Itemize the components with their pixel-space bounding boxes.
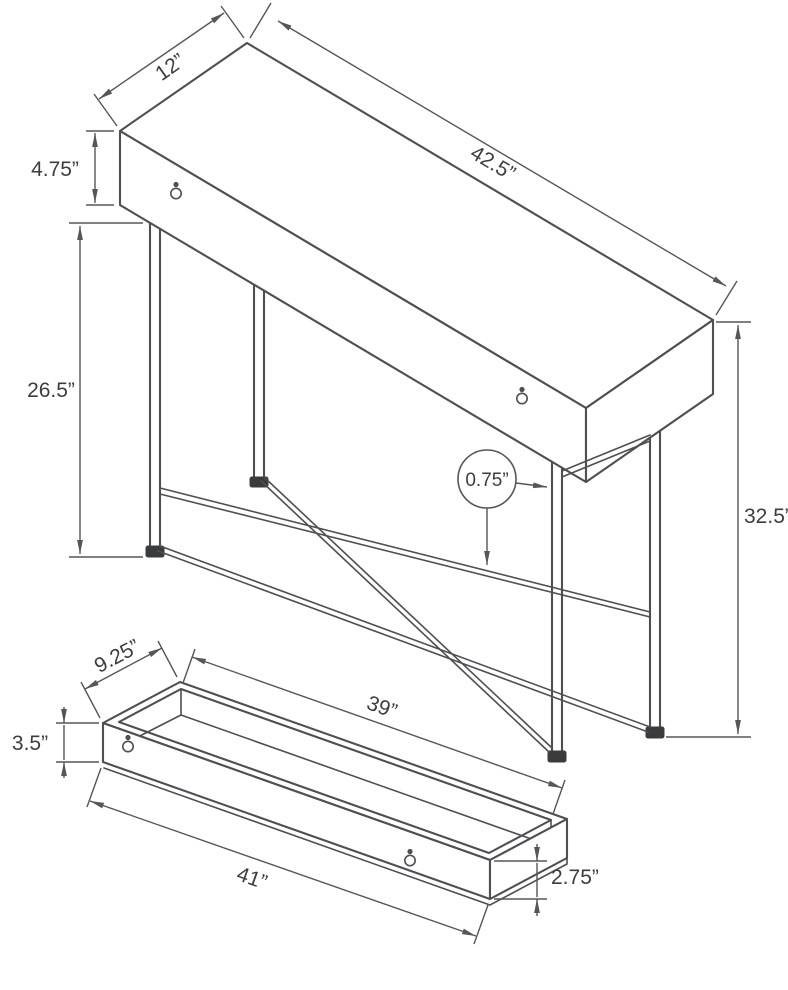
dim-top-height: 4.75” [31, 130, 114, 206]
pull-pivot [125, 734, 131, 741]
side-rail-right [561, 434, 651, 478]
dim-label-top-depth: 12” [151, 49, 189, 85]
dim-label-drawer-side-height: 2.75” [551, 866, 599, 889]
dim-label-drawer-inner-length: 39” [364, 692, 400, 724]
pull-ring [404, 854, 416, 867]
leg-foot [145, 545, 165, 558]
drawer-pull-icon [170, 181, 182, 200]
dim-label-overall-height: 32.5” [744, 505, 788, 528]
dim-drawer-front-height: 3.5” [12, 707, 99, 778]
pull-ring [170, 187, 182, 200]
console-table-drawing [118, 41, 715, 763]
callout-leader-leg [515, 482, 548, 489]
cross-brace-tube [157, 545, 651, 733]
dim-label-drawer-front-height: 3.5” [12, 732, 48, 755]
dim-overall-height: 32.5” [666, 321, 788, 738]
leg-foot [249, 476, 269, 488]
stretcher-tube [159, 487, 651, 618]
dim-leg-tube-diameter: 0.75” [457, 449, 548, 565]
dim-drawer-side-height: 2.75” [494, 844, 599, 916]
dim-label-top-height: 4.75” [31, 158, 79, 181]
leg-foot [547, 750, 567, 763]
cross-brace-tube [260, 476, 553, 753]
table-end-face [584, 318, 715, 484]
dim-label-under-clearance: 26.5” [27, 379, 75, 402]
leg-front-left [145, 221, 165, 558]
dim-label-drawer-outer-length: 41” [234, 863, 270, 895]
pull-ring [122, 740, 134, 753]
leg-back-right [645, 429, 665, 739]
drawer-pull-icon [516, 386, 528, 405]
drawer-pull-icon [122, 734, 134, 753]
dim-under-clearance: 26.5” [27, 222, 143, 558]
dim-label-leg-tube-diameter: 0.75” [465, 470, 508, 491]
pull-ring [516, 392, 528, 405]
pull-pivot [407, 848, 413, 855]
pull-pivot [173, 181, 179, 188]
leg-foot [645, 726, 665, 739]
leg-front-right [547, 460, 567, 763]
pull-pivot [519, 386, 525, 393]
drawer-drawing [101, 680, 569, 906]
leg-back-left [249, 283, 269, 488]
